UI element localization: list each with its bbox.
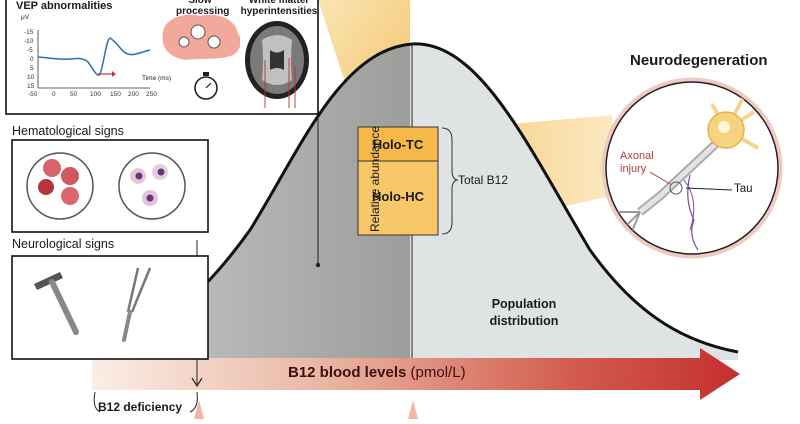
- vep-y-tick: -5: [27, 47, 33, 54]
- b12-levels-label: B12 blood levels (pmol/L): [288, 364, 466, 381]
- vep-x-tick: -50: [28, 91, 38, 98]
- vep-x-tick: 50: [70, 91, 78, 98]
- b12-level-arrow: [92, 348, 740, 400]
- vep-y-tick: -10: [24, 38, 34, 45]
- holo-tc-box: [357, 126, 439, 162]
- vep-title: VEP abnormalities: [16, 0, 113, 12]
- red-cells-icon: [26, 152, 94, 220]
- total-bracket: [441, 127, 459, 235]
- total-b12-label: Total B12: [458, 173, 509, 187]
- neurological-panel: [11, 255, 209, 360]
- vep-x-tick: 100: [90, 91, 101, 98]
- median-marker: [408, 400, 418, 419]
- deficiency-arrowhead: [191, 377, 203, 388]
- vep-y-tick: -15: [24, 29, 34, 36]
- vep-y-tick: 0: [30, 56, 34, 63]
- vep-y-tick: 15: [27, 83, 35, 90]
- tuning-fork-icon: [126, 267, 152, 313]
- vep-x-tick: 250: [146, 91, 157, 98]
- vep-y-tick: 5: [30, 65, 34, 72]
- b12-unit: (pmol/L): [410, 364, 466, 381]
- vep-x-label: Time (ms): [142, 75, 172, 82]
- holo-hc-box: [357, 160, 439, 236]
- axonal-injury-label: Axonal injury: [620, 150, 654, 175]
- slow-processing-label: Slow processing: [176, 0, 230, 17]
- vep-y-tick: 10: [27, 74, 35, 81]
- relative-abundance-label: Relative abundance: [368, 125, 382, 233]
- vep-x-tick: 200: [128, 91, 139, 98]
- neurological-title: Neurological signs: [12, 237, 115, 251]
- deficiency-marker: [194, 400, 204, 419]
- vep-x-tick: 150: [110, 91, 121, 98]
- vep-y-unit: μV: [21, 14, 30, 21]
- tau-label: Tau: [734, 183, 753, 195]
- hematological-title: Hematological signs: [12, 124, 124, 138]
- holo-tc-label: Holo-TC: [372, 137, 424, 152]
- white-matter-label: White matter hyperintensities: [240, 0, 318, 17]
- b12-deficiency-label: B12 deficiency: [98, 400, 183, 414]
- population-distribution-label: Population distribution: [489, 297, 559, 328]
- b12-levels-text: B12 blood levels: [288, 364, 407, 381]
- neurodegeneration-title: Neurodegeneration: [630, 52, 768, 69]
- vep-x-tick: 0: [52, 91, 56, 98]
- white-cells-icon: [118, 152, 186, 220]
- holo-hc-label: Holo-HC: [372, 189, 424, 204]
- reflex-hammer-icon: [34, 272, 63, 290]
